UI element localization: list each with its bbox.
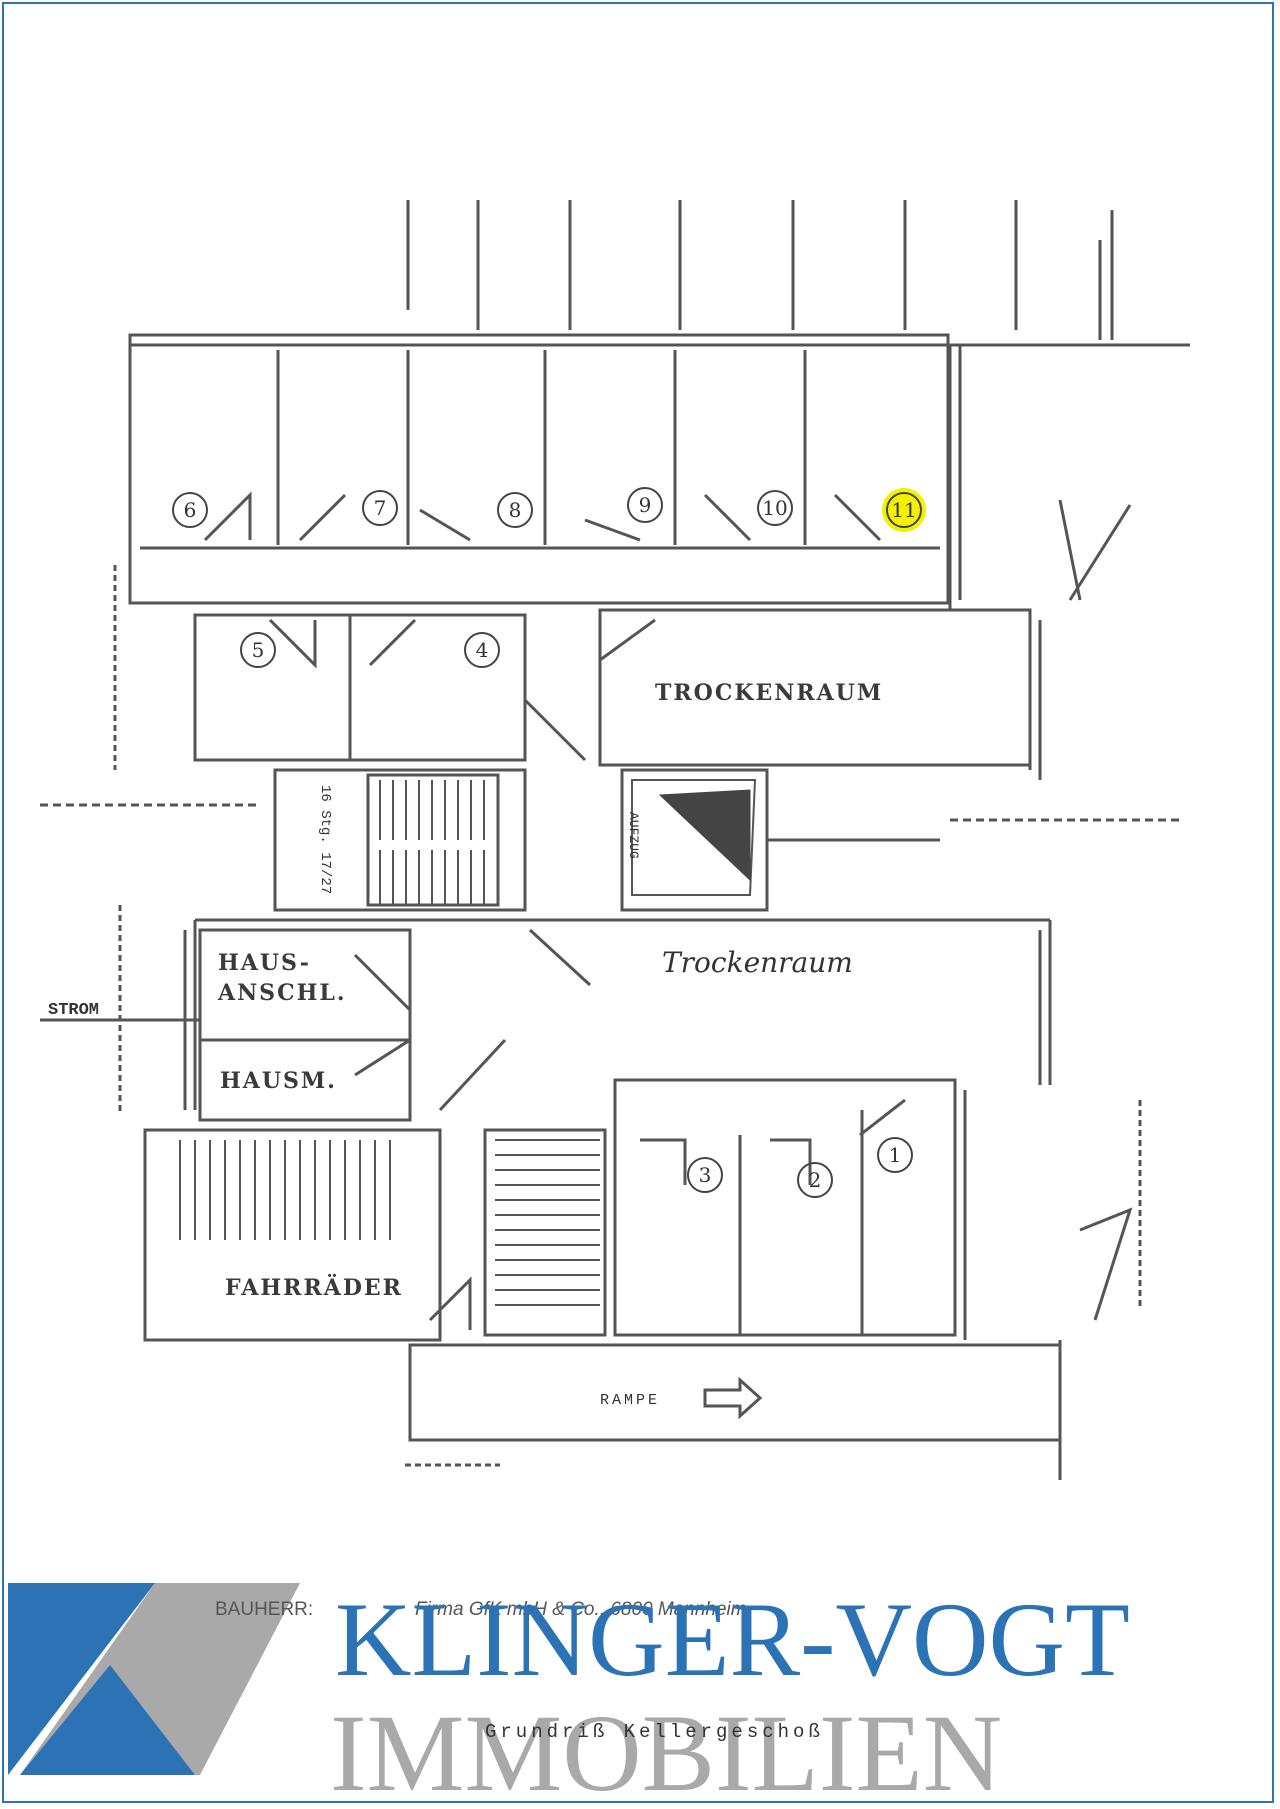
brand-line1: KLINGER-VOGT <box>335 1581 1130 1698</box>
label-strom: STROM <box>48 1001 99 1020</box>
cellar-number-11: 11 <box>891 498 916 522</box>
room-label-trockenraum-upper: TROCKENRAUM <box>655 680 883 706</box>
room-label-fahrraeder: FAHRRÄDER <box>225 1273 403 1301</box>
bauherr-label: BAUHERR: <box>215 1599 313 1620</box>
room-label-hausm: HAUSM. <box>220 1068 337 1094</box>
cellar-number-6: 6 <box>184 498 197 522</box>
cellar-number-8: 8 <box>509 498 522 522</box>
room-label-rampe: RAMPE <box>600 1392 660 1409</box>
cellar-number-7: 7 <box>374 496 387 520</box>
highlight-marker <box>882 488 926 532</box>
room-label-hausanschl-line2: ANSCHL. <box>217 980 347 1006</box>
cellar-number-5: 5 <box>252 638 265 662</box>
room-label-trockenraum-handwritten: Trockenraum <box>662 946 853 979</box>
brand-line2: IMMOBILIEN <box>330 1692 1002 1805</box>
cellar-number-3: 3 <box>699 1163 712 1187</box>
bauherr-value: Firma GfK mbH & Co., 6800 Mannheim <box>415 1599 747 1620</box>
room-label-aufzug: AUFZUG <box>626 812 641 859</box>
cellar-number-9: 9 <box>639 493 652 517</box>
room-label-hausanschl-line1: HAUS- <box>218 950 311 976</box>
cellar-number-4: 4 <box>476 638 489 662</box>
cellar-number-1: 1 <box>889 1143 902 1167</box>
logo-blue-lower <box>20 1665 195 1775</box>
plan-caption: Grundriß Kellergeschoß <box>485 1721 824 1743</box>
stairs-label: 16 Stg. 17/27 <box>317 785 333 894</box>
cellar-number-2: 2 <box>809 1168 822 1192</box>
brand-footer: BAUHERR: Firma GfK mbH & Co., 6800 Mannh… <box>8 1581 1130 1805</box>
cellar-number-10: 10 <box>762 496 787 520</box>
floor-plan: 1 2 3 4 5 6 7 8 9 10 11 TROCKENRAUM Troc… <box>40 200 1190 1480</box>
logo-blue-triangle <box>8 1583 155 1775</box>
